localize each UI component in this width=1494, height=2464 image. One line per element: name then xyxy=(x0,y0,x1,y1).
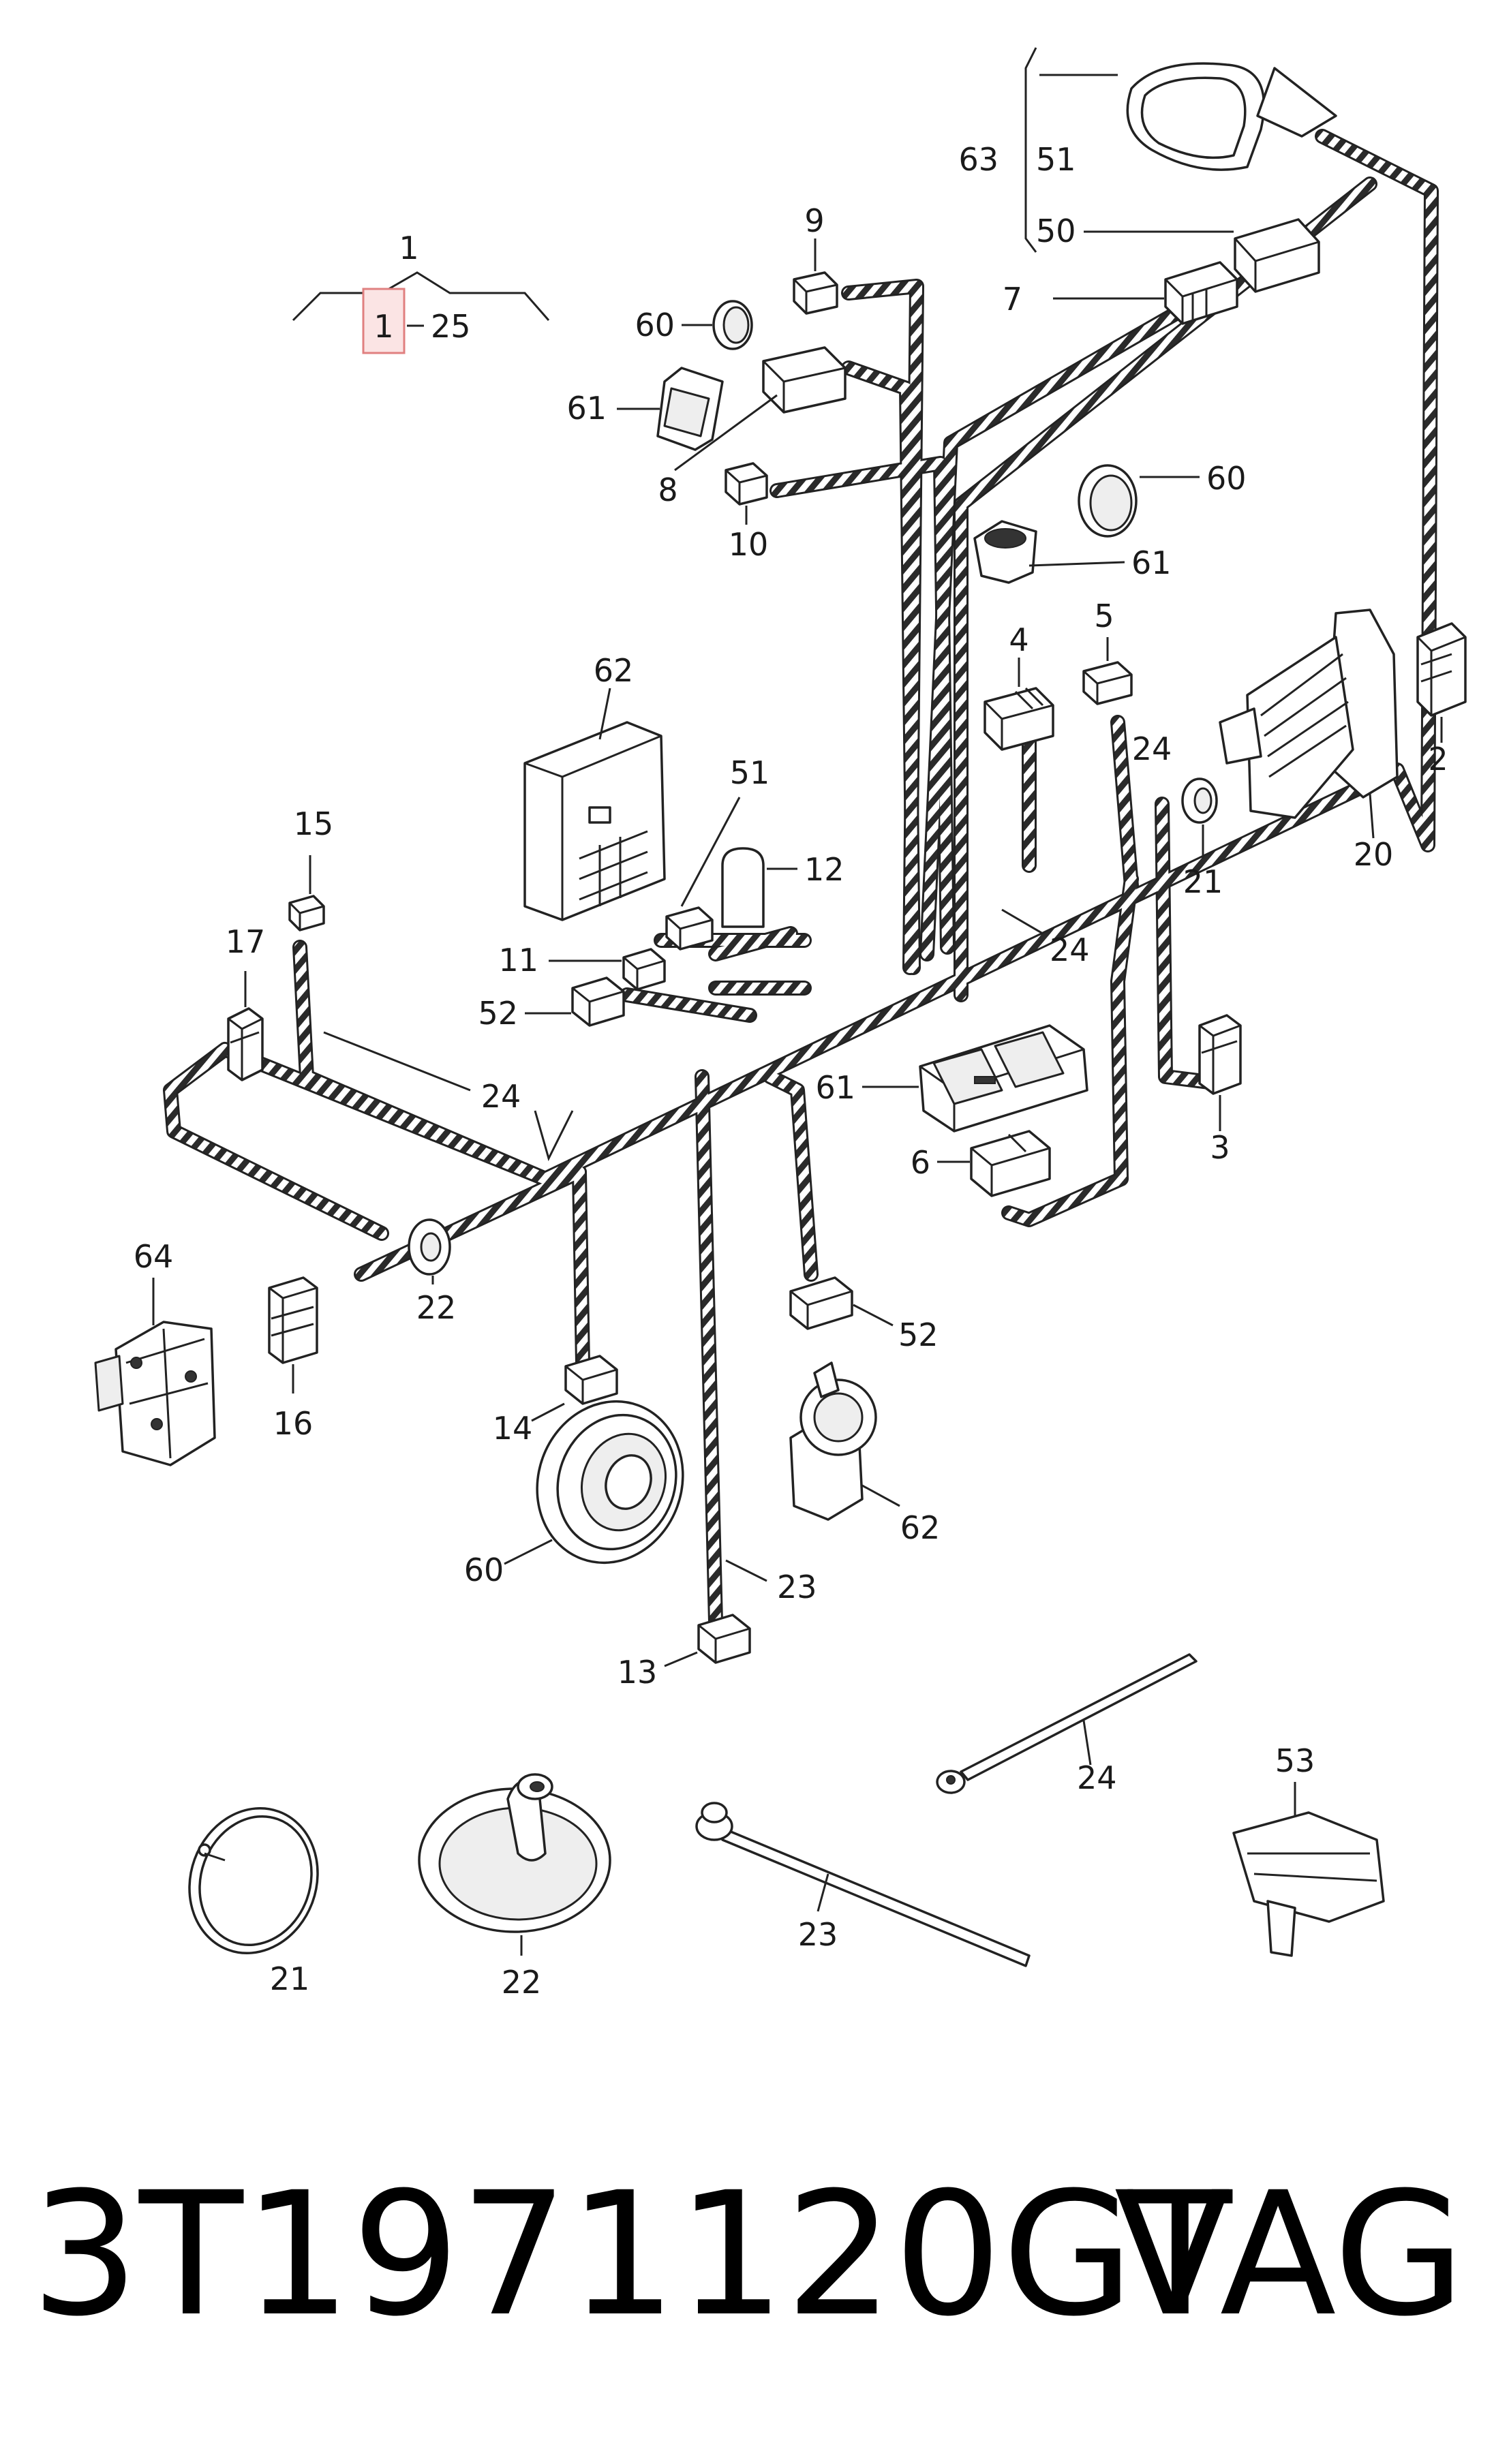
label-61-mid: 61 xyxy=(1131,544,1172,581)
label-10: 10 xyxy=(729,526,769,563)
label-21-bottom: 21 xyxy=(270,1960,310,1997)
connector-13 xyxy=(664,1614,751,1667)
grommet-22-harness xyxy=(408,1218,451,1284)
label-14: 14 xyxy=(493,1410,533,1447)
mirror-housing xyxy=(1024,47,1337,253)
label-3: 3 xyxy=(1210,1129,1230,1166)
clip-53 xyxy=(1232,1782,1385,1957)
cap-60-top xyxy=(682,300,753,350)
grommet-21-harness xyxy=(1181,777,1218,859)
label-23-harness: 23 xyxy=(777,1569,817,1605)
switch-61-top xyxy=(617,367,724,451)
label-1-highlighted: 1 xyxy=(374,308,393,345)
label-50: 50 xyxy=(1036,213,1076,249)
cable-tie-23 xyxy=(695,1802,1031,1967)
label-24-right: 24 xyxy=(1132,730,1172,767)
connector-7 xyxy=(1053,261,1238,325)
connector-5 xyxy=(1082,637,1133,705)
label-24-tie: 24 xyxy=(1077,1759,1117,1796)
label-22-harness: 22 xyxy=(416,1289,457,1326)
label-13: 13 xyxy=(618,1654,658,1691)
connector-11 xyxy=(549,948,666,991)
part-number: 3T1971120GT xyxy=(31,2155,1233,2354)
connector-9 xyxy=(793,238,838,315)
cable-tie-24 xyxy=(936,1653,1198,1794)
connector-52-left xyxy=(525,976,625,1027)
label-51-mirror: 51 xyxy=(1036,141,1076,178)
label-4: 4 xyxy=(1009,621,1028,658)
label-9: 9 xyxy=(804,202,824,239)
callout-labels: 1 1 25 63 51 50 7 9 60 61 8 10 60 61 5 4… xyxy=(134,141,1448,2001)
label-63: 63 xyxy=(958,141,998,178)
label-62-unit: 62 xyxy=(594,652,634,689)
assembly-bracket xyxy=(292,271,550,354)
connector-15 xyxy=(288,855,325,931)
label-20: 20 xyxy=(1354,836,1394,873)
label-23-tie: 23 xyxy=(798,1916,838,1953)
parts xyxy=(94,47,1467,1967)
label-17: 17 xyxy=(226,923,266,960)
connector-6 xyxy=(937,1130,1051,1197)
label-8: 8 xyxy=(658,472,677,508)
label-61-window-switch: 61 xyxy=(815,1069,855,1106)
label-21-harness: 21 xyxy=(1183,863,1223,900)
connector-52-bottom xyxy=(789,1276,894,1330)
connector-2 xyxy=(1416,622,1467,743)
label-25: 25 xyxy=(431,308,471,345)
label-53: 53 xyxy=(1275,1742,1315,1779)
label-24-mid: 24 xyxy=(1050,931,1090,968)
connector-17 xyxy=(227,971,264,1081)
connector-4 xyxy=(984,658,1054,751)
window-switch-61 xyxy=(862,1024,1088,1133)
label-1-top: 1 xyxy=(399,230,418,266)
connector-3 xyxy=(1198,1014,1242,1131)
label-60-speaker: 60 xyxy=(464,1552,504,1588)
control-unit-62 xyxy=(523,688,666,921)
label-11: 11 xyxy=(498,942,538,979)
footer: 3T1971120GT VAG xyxy=(31,2155,1465,2354)
label-12: 12 xyxy=(804,851,844,888)
brand-name: VAG xyxy=(1114,2155,1465,2354)
label-64: 64 xyxy=(134,1238,174,1275)
bellows-grommet-20 xyxy=(1219,609,1399,839)
label-7: 7 xyxy=(1003,281,1022,318)
connector-14 xyxy=(531,1355,618,1422)
grommet-22-bottom xyxy=(418,1773,611,1956)
label-24-left: 24 xyxy=(481,1078,521,1115)
harness-cables xyxy=(163,129,1439,1629)
label-15: 15 xyxy=(294,805,334,842)
part-12 xyxy=(721,847,797,928)
label-22-bottom: 22 xyxy=(502,1964,542,2001)
window-motor-62 xyxy=(789,1361,900,1521)
label-52-left: 52 xyxy=(478,995,518,1032)
speaker-60 xyxy=(504,1400,684,1565)
connector-16 xyxy=(268,1276,318,1393)
label-6: 6 xyxy=(911,1144,930,1181)
label-62-motor: 62 xyxy=(900,1509,941,1546)
grommet-21-bottom xyxy=(188,1806,319,1955)
label-61-top: 61 xyxy=(566,390,607,427)
door-lock-64 xyxy=(94,1278,216,1466)
label-5: 5 xyxy=(1094,598,1114,634)
label-60-mid: 60 xyxy=(1206,460,1247,497)
cap-60-mid xyxy=(1078,464,1200,538)
label-60-top: 60 xyxy=(635,307,675,343)
label-16: 16 xyxy=(273,1405,314,1442)
label-52-bottom: 52 xyxy=(898,1316,939,1353)
connector-50 xyxy=(1234,218,1320,293)
connector-10 xyxy=(725,462,768,525)
connector-8 xyxy=(674,346,847,472)
highlight-box xyxy=(362,288,406,354)
connector-51 xyxy=(665,797,741,951)
switch-61-mid xyxy=(973,520,1125,584)
label-51: 51 xyxy=(730,754,770,791)
label-2: 2 xyxy=(1428,741,1448,777)
